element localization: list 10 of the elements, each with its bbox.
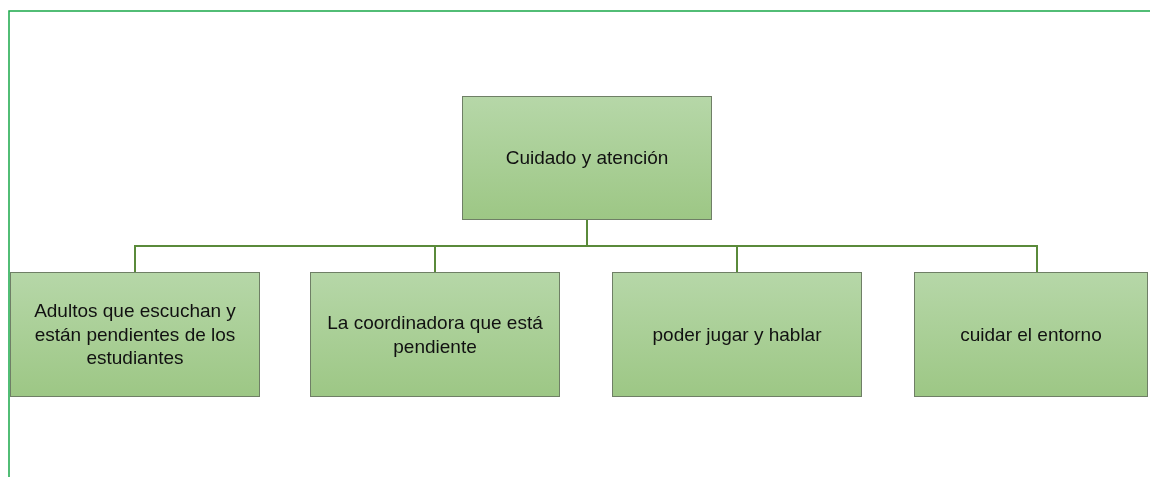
box-text: Cuidado y atención <box>505 146 669 170</box>
root-box <box>462 96 712 220</box>
box-text: Adultos que escuchan y están pendientes de los estudiantes <box>33 298 237 371</box>
child-box <box>310 272 560 397</box>
child-box <box>612 272 862 397</box>
box-text: poder jugar y hablar <box>652 322 822 347</box>
box-text: La coordinadora que está pendiente <box>326 310 544 359</box>
box-text: cuidar el entorno <box>960 322 1102 347</box>
child-box <box>10 272 260 397</box>
child-box <box>914 272 1148 397</box>
